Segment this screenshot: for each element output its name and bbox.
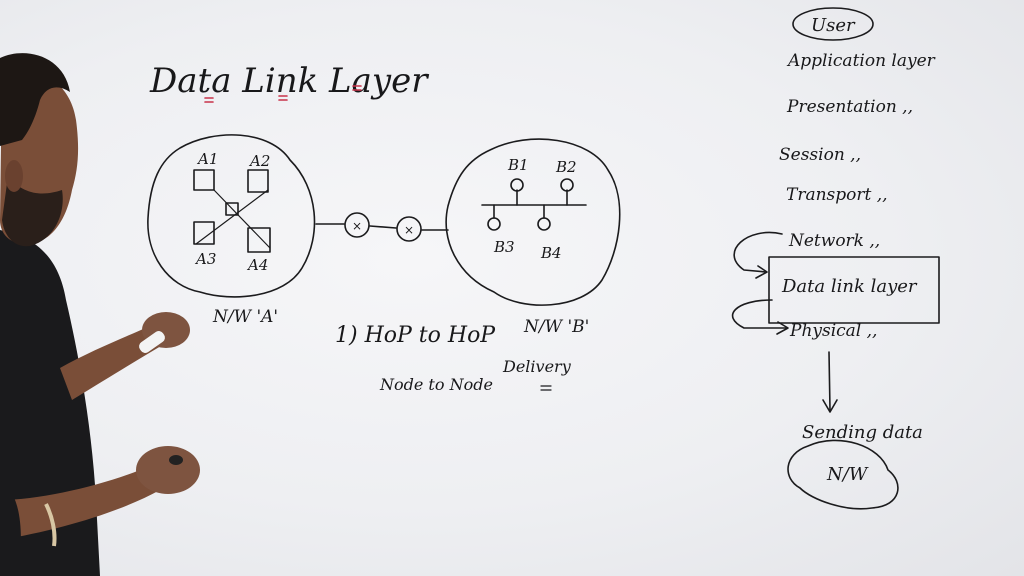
node-a2-label: A2 <box>248 152 270 170</box>
node-a3-label: A3 <box>194 250 216 268</box>
layer-application: Application layer <box>786 51 936 71</box>
node-to-node-note: Node to Node <box>379 375 493 394</box>
user-ellipse <box>792 7 874 41</box>
marker-held <box>139 331 165 353</box>
network-a-topology <box>193 169 271 253</box>
presenter-beard <box>2 176 63 247</box>
down-arrow <box>822 351 838 413</box>
node-a1-label: A1 <box>196 150 218 168</box>
network-b-cloud <box>445 138 621 306</box>
board-title: Data Link Layer <box>149 61 429 101</box>
stack-arrows <box>731 231 789 335</box>
hop-node-2: × <box>404 223 414 237</box>
network-b-bus <box>481 178 587 231</box>
hop-link <box>315 212 449 242</box>
layer-datalink: Data link layer <box>781 276 918 297</box>
network-b-label: N/W 'B' <box>523 317 589 337</box>
network-a-cloud <box>147 134 316 298</box>
delivery-underline <box>540 385 552 391</box>
sending-cloud <box>787 439 899 510</box>
presenter-lower-hand <box>136 446 200 494</box>
sending-data-label: Sending data <box>802 422 923 443</box>
title-red-marks <box>204 85 362 103</box>
node-b1-label: B1 <box>507 156 529 174</box>
layer-transport: Transport ,, <box>786 185 888 205</box>
marker-cap <box>169 455 183 465</box>
delivery-note: Delivery <box>502 357 572 376</box>
hop-node-1: × <box>352 219 362 233</box>
presenter-ear <box>5 160 23 192</box>
presenter-sleeve <box>0 480 21 562</box>
hop-to-hop-note: 1) HoP to HoP <box>335 323 496 348</box>
sending-cloud-label: N/W <box>826 464 869 485</box>
presenter-bracelet <box>44 503 57 547</box>
user-label: User <box>811 15 856 36</box>
presenter-shirt <box>0 230 100 576</box>
layer-session: Session ,, <box>779 145 861 165</box>
node-b2-label: B2 <box>555 158 577 176</box>
layer-presentation: Presentation ,, <box>786 97 913 117</box>
node-b4-label: B4 <box>540 244 562 262</box>
presenter-hair <box>0 53 70 146</box>
presenter <box>0 53 200 576</box>
network-a-label: N/W 'A' <box>212 307 278 327</box>
layer-physical: Physical ,, <box>789 321 877 341</box>
datalink-box <box>768 256 940 324</box>
node-a4-label: A4 <box>246 256 268 274</box>
presenter-lower-arm <box>0 470 160 540</box>
node-b3-label: B3 <box>493 238 515 256</box>
layer-network: Network ,, <box>788 231 880 251</box>
